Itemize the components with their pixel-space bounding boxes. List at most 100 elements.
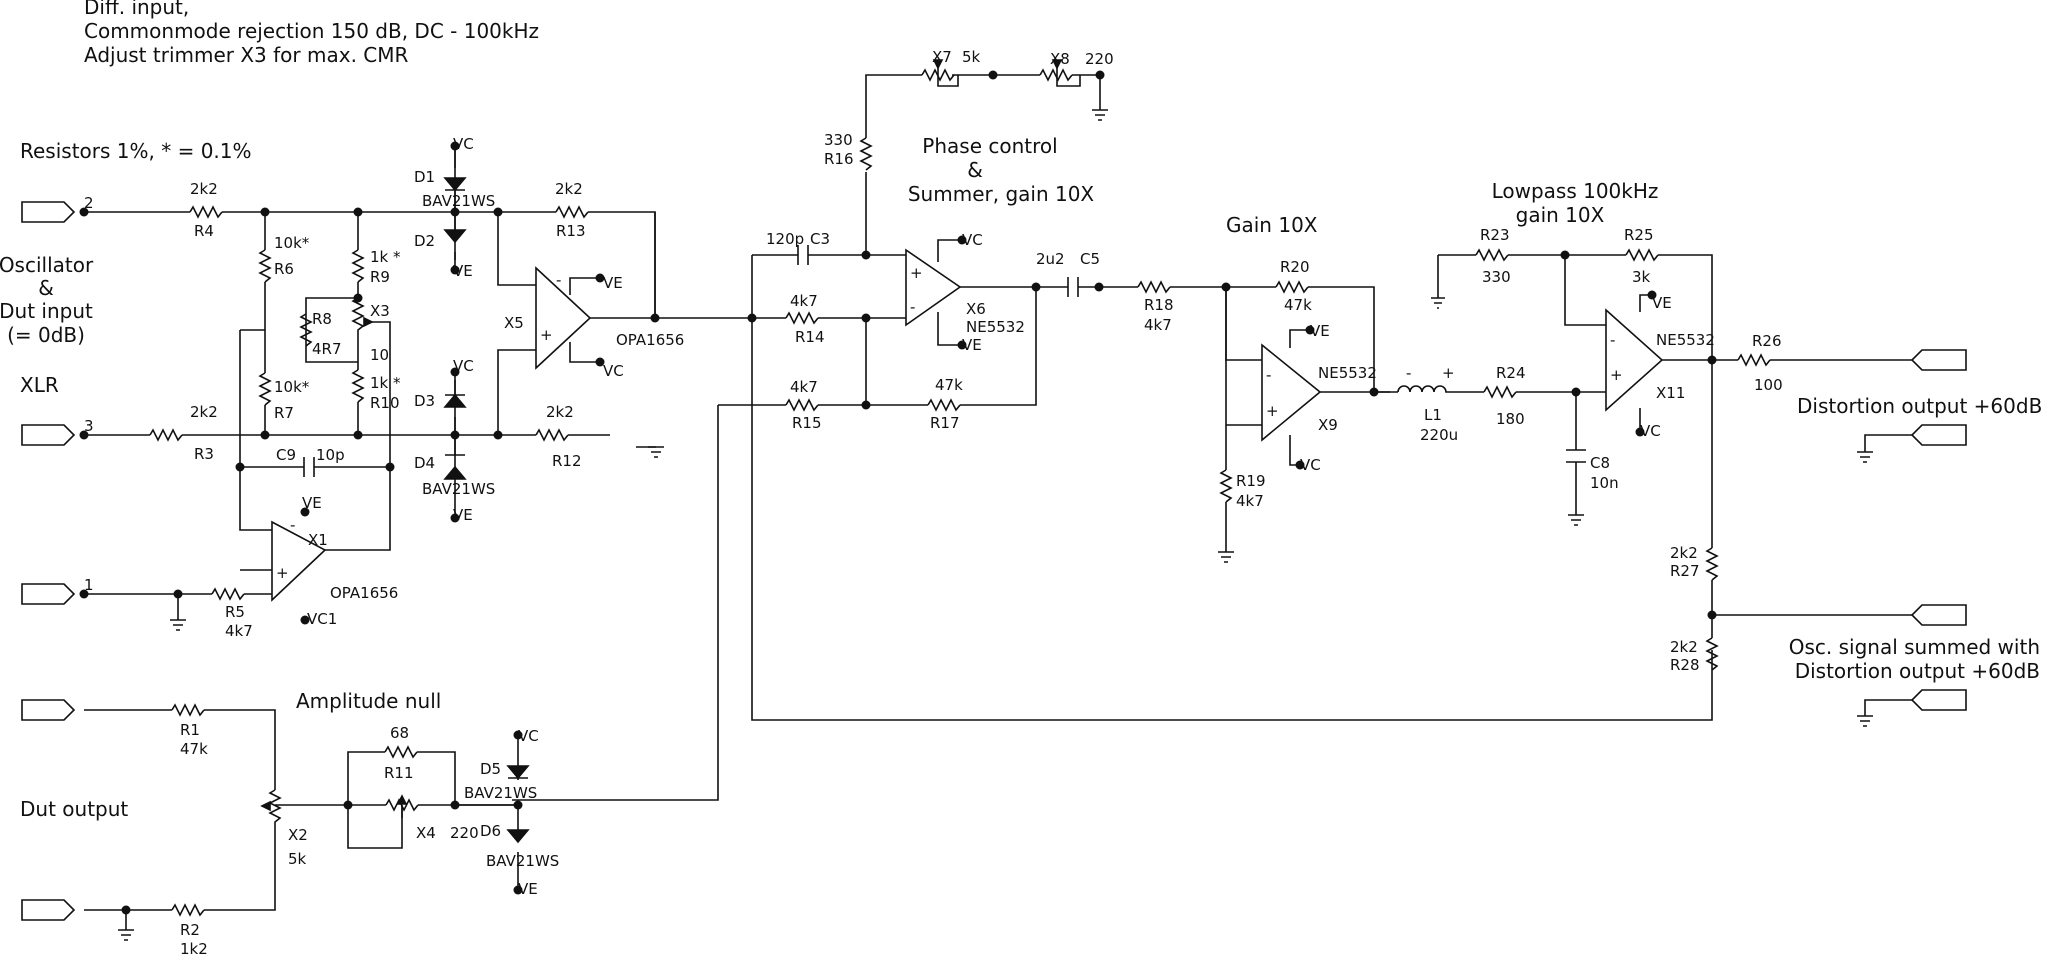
parts-c9-ref-label: C9 bbox=[276, 446, 296, 464]
dut-output-label: Dut output bbox=[20, 797, 128, 821]
supply-ve-label: VE bbox=[518, 880, 538, 898]
osc-summed-line-2: Distortion output +60dB bbox=[1795, 659, 2040, 683]
parts-x9-ref-label: X9 bbox=[1318, 416, 1338, 434]
parts-x3-ref-label: X3 bbox=[370, 302, 390, 320]
r20-symbol bbox=[1275, 280, 1309, 294]
parts-r4-ref-label: R4 bbox=[194, 222, 214, 240]
parts-r25-ref-label: R25 bbox=[1624, 226, 1654, 244]
supply-vc-label: VC bbox=[962, 231, 983, 249]
parts-r7-val-label: 10k* bbox=[274, 378, 310, 396]
junction-dot bbox=[1295, 460, 1305, 470]
junction-dot bbox=[121, 905, 131, 915]
opamp_pins-plus-label: + bbox=[1442, 364, 1455, 382]
parts-x4-ref-label: X4 bbox=[416, 824, 436, 842]
supply-vc-label: VC bbox=[453, 357, 474, 375]
opamp_pins-minus-label: - bbox=[910, 298, 915, 316]
parts-c3-ref-label: C3 bbox=[810, 230, 830, 248]
r5-symbol bbox=[211, 587, 245, 601]
x7-symbol bbox=[921, 68, 955, 82]
parts-r13-val-label: 2k2 bbox=[555, 180, 583, 198]
r11-symbol bbox=[384, 745, 418, 759]
junction-dot bbox=[1221, 282, 1231, 292]
osc-input-line-4: (= 0dB) bbox=[7, 323, 85, 347]
d1-symbol bbox=[443, 177, 467, 192]
distortion-output-label: Distortion output +60dB bbox=[1797, 394, 2042, 418]
junction-dot bbox=[1707, 355, 1717, 365]
header-line-3: Adjust trimmer X3 for max. CMR bbox=[84, 43, 408, 67]
input-pin-3-connector bbox=[21, 424, 76, 446]
opamp-symbols bbox=[271, 248, 1664, 602]
parts-r20-ref-label: R20 bbox=[1280, 258, 1310, 276]
d3-symbol bbox=[443, 393, 467, 408]
ground-symbols bbox=[118, 109, 1873, 941]
c9-symbol bbox=[303, 457, 315, 477]
junction-dot bbox=[1647, 290, 1657, 300]
r6-symbol bbox=[258, 249, 272, 283]
opamp_pins-minus-label: - bbox=[1406, 364, 1411, 382]
parts-r28-val-label: 2k2 bbox=[1670, 638, 1698, 656]
junction-dot bbox=[79, 589, 89, 599]
r26-symbol bbox=[1737, 353, 1771, 367]
junction-dot bbox=[1635, 427, 1645, 437]
ground-icon bbox=[1857, 715, 1873, 727]
junction-dot bbox=[513, 885, 523, 895]
parts-x7-ref-label: X7 bbox=[932, 48, 952, 66]
junction-dot bbox=[450, 513, 460, 523]
parts-r14-val-label: 4k7 bbox=[790, 292, 818, 310]
parts-r19-ref-label: R19 bbox=[1236, 472, 1266, 490]
parts-r1-val-label: 47k bbox=[180, 740, 208, 758]
input-pin-1-connector bbox=[21, 583, 76, 605]
distortion-out-gnd-connector bbox=[1910, 424, 1967, 446]
parts-r9-val-label: 1k * bbox=[370, 248, 401, 266]
junction-dot bbox=[957, 235, 967, 245]
junction-dot bbox=[650, 313, 660, 323]
r23-symbol bbox=[1475, 248, 1509, 262]
distortion-out-connector bbox=[1910, 349, 1967, 371]
supply-ve-label: VE bbox=[603, 274, 623, 292]
parts-r17-val-label: 47k bbox=[935, 376, 963, 394]
supply-vc1-label: VC1 bbox=[307, 610, 337, 628]
parts-d5-ref-label: D5 bbox=[480, 760, 501, 778]
pin-1-label: 1 bbox=[84, 576, 94, 594]
c8-symbol bbox=[1566, 449, 1586, 463]
x5-symbol bbox=[535, 266, 592, 370]
notes: Diff. input, Commonmode rejection 150 dB… bbox=[0, 0, 2042, 821]
wire-segment bbox=[1437, 255, 1606, 515]
junction-dot bbox=[450, 265, 460, 275]
parts-r28-ref-label: R28 bbox=[1670, 656, 1700, 674]
junction-dot bbox=[450, 800, 460, 810]
x9-symbol bbox=[1261, 343, 1322, 442]
parts-c8-val-label: 10n bbox=[1590, 474, 1619, 492]
parts-r9-ref-label: R9 bbox=[370, 268, 390, 286]
junction-dot bbox=[79, 207, 89, 217]
dut-output-b-connector bbox=[21, 899, 76, 921]
opamp_pins-minus-label: - bbox=[556, 271, 561, 289]
r1-symbol bbox=[171, 703, 205, 717]
osc-summed-connector bbox=[1910, 604, 1967, 626]
ground-icon bbox=[1218, 551, 1234, 563]
supply-ve-label: VE bbox=[453, 506, 473, 524]
parts-r3-val-label: 2k2 bbox=[190, 403, 218, 421]
parts-c5-val-label: 2u2 bbox=[1036, 250, 1065, 268]
wire-segment bbox=[1051, 59, 1063, 70]
parts-r15-ref-label: R15 bbox=[792, 414, 822, 432]
x8-symbol bbox=[1039, 68, 1073, 82]
parts-x2-ref-label: X2 bbox=[288, 826, 308, 844]
junction-dot bbox=[861, 400, 871, 410]
wire-segment bbox=[512, 404, 866, 801]
junction-dot bbox=[493, 207, 503, 217]
supply-vc-label: VC bbox=[453, 135, 474, 153]
parts-x8-ref-label: X8 bbox=[1050, 50, 1070, 68]
resistor-note: Resistors 1%, * = 0.1% bbox=[20, 139, 252, 163]
junction-dot bbox=[79, 430, 89, 440]
junction-dot bbox=[513, 730, 523, 740]
parts-l1-val-label: 220u bbox=[1420, 426, 1458, 444]
pin-numbers: 2 3 1 bbox=[84, 194, 94, 594]
x2-symbol bbox=[268, 789, 282, 830]
l1-symbol bbox=[1397, 385, 1448, 393]
parts-r4-val-label: 2k2 bbox=[190, 180, 218, 198]
ground-icon bbox=[118, 929, 134, 941]
r25-symbol bbox=[1625, 248, 1659, 262]
parts-r10-val-label: 1k * bbox=[370, 374, 401, 392]
opamp_pins-plus-label: + bbox=[1610, 366, 1623, 384]
